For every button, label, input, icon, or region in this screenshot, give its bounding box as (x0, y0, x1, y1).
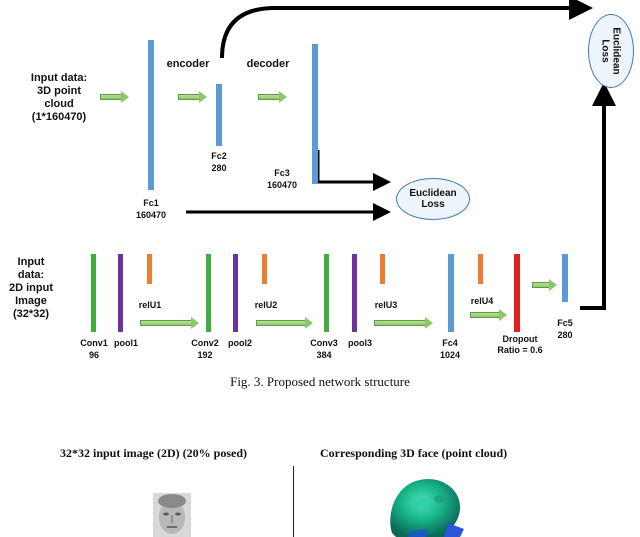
decoder-label: decoder (246, 58, 290, 70)
curve-arrow-top (220, 0, 593, 59)
fc3-bar (312, 44, 318, 184)
fc1-name: Fc1 (143, 198, 159, 208)
dropout-bar (514, 254, 520, 332)
relu4-bar (478, 254, 483, 284)
point-cloud-face (390, 478, 464, 537)
euclidean-loss-mid-label: Euclidean Loss (409, 188, 457, 210)
conv3-name: Conv3 (310, 338, 338, 348)
arrow-fc2-fc3 (258, 91, 287, 103)
pool2-bar (233, 254, 238, 332)
conv2-name: Conv2 (191, 338, 219, 348)
conv3-size: 384 (316, 350, 332, 360)
relu3-label: relU3 (374, 300, 398, 310)
arrow-input-fc1 (100, 91, 129, 103)
conv3-bar (324, 254, 329, 332)
fc5-size: 280 (557, 330, 573, 340)
arrow-relu3-fc4 (374, 317, 433, 329)
pool3-bar (352, 254, 357, 332)
left-panel-title: 32*32 input image (2D) (20% posed) (60, 446, 248, 460)
top-input-label: Input data: 3D point cloud (1*160470) (30, 72, 88, 123)
conv2-bar (206, 254, 211, 332)
pool1-bar (118, 254, 123, 332)
panel-divider (293, 466, 294, 537)
fc3-name: Fc3 (274, 168, 290, 178)
arrow-relu4-dropout (470, 309, 507, 321)
fc4-size: 1024 (439, 350, 461, 360)
input-face-image (153, 493, 191, 537)
conv1-size: 96 (88, 350, 99, 360)
figure-caption: Fig. 3. Proposed network structure (230, 374, 410, 389)
right-panel-title: Corresponding 3D face (point cloud) (320, 446, 508, 460)
relu1-bar (147, 254, 152, 284)
dropout-label: Dropout Ratio = 0.6 (497, 334, 543, 355)
relu3-bar (380, 254, 385, 284)
pool2-label: pool2 (228, 338, 252, 348)
relu2-label: relU2 (254, 300, 278, 310)
conv1-name: Conv1 (80, 338, 108, 348)
encoder-label: encoder (166, 58, 210, 70)
euclidean-loss-right-label: Euclidean Loss (600, 27, 622, 75)
euclidean-loss-mid: Euclidean Loss (396, 178, 470, 220)
arrow-fc1-fc2 (178, 91, 207, 103)
relu1-label: relU1 (138, 300, 162, 310)
fc5-name: Fc5 (557, 318, 573, 328)
pool3-label: pool3 (348, 338, 372, 348)
euclidean-loss-right: Euclidean Loss (588, 14, 634, 88)
conv1-bar (91, 254, 96, 332)
arrow-fc5-loss (580, 82, 616, 310)
relu4-label: relU4 (470, 296, 494, 306)
fc2-bar (216, 84, 222, 146)
conv2-size: 192 (197, 350, 213, 360)
arrow-relu2-conv3 (256, 317, 313, 329)
fc4-name: Fc4 (442, 338, 458, 348)
connection-arrows (186, 0, 616, 310)
fc4-bar (448, 254, 454, 332)
arrow-relu1-conv2 (140, 317, 199, 329)
fc1-size: 160470 (135, 210, 167, 220)
fc2-size: 280 (211, 163, 227, 173)
pool1-label: pool1 (114, 338, 138, 348)
fc3-size: 160470 (266, 180, 298, 190)
fc1-bar (148, 40, 154, 190)
arrow-fc3-loss (316, 150, 391, 191)
arrow-dropout-fc5 (532, 279, 557, 291)
relu2-bar (262, 254, 267, 284)
bottom-input-label: Input data: 2D input Image (32*32) (9, 256, 53, 320)
fc2-name: Fc2 (211, 151, 227, 161)
fc5-bar (562, 254, 568, 302)
